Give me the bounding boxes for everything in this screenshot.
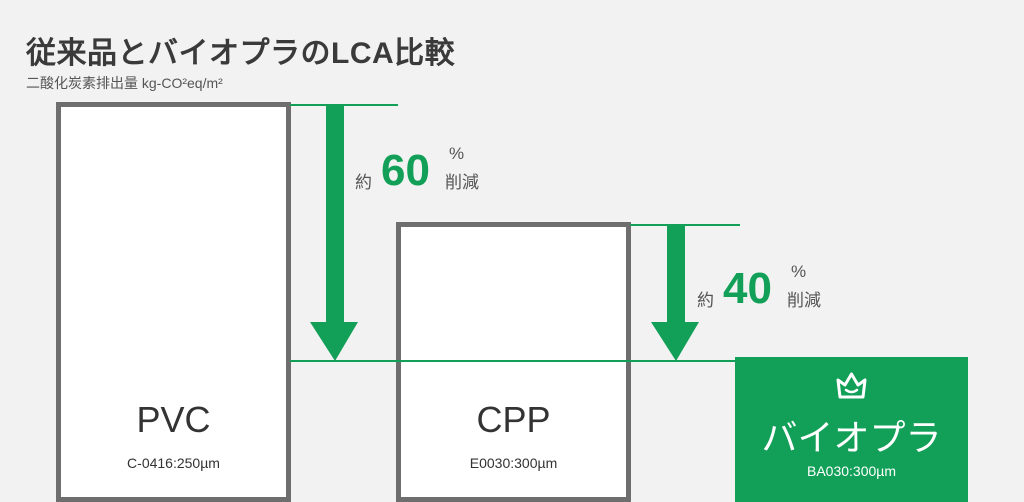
crown-icon (836, 372, 867, 399)
pvc-bar: PVC C-0416:250µm (56, 102, 291, 502)
pvc-spec: C-0416:250µm (127, 455, 220, 471)
approx-label: 約 (697, 291, 714, 310)
percent-label: % (791, 262, 807, 281)
page-title: 従来品とバイオプラのLCA比較 (26, 37, 456, 70)
bioplastic-spec: BA030:300µm (806, 463, 896, 479)
bioplastic-label: バイオプラ (761, 417, 942, 458)
reduction-value: 40 (723, 264, 772, 313)
reduction-label: 削減 (445, 173, 479, 192)
cpp-spec: E0030:300µm (469, 455, 558, 471)
reduction-value: 60 (381, 146, 430, 195)
bioplastic-bar: バイオプラ BA030:300µm (735, 357, 968, 502)
percent-label: % (449, 144, 465, 163)
reduction-label: 削減 (787, 291, 821, 310)
cpp-label: CPP (476, 399, 551, 440)
down-arrow-icon (310, 105, 358, 361)
pvc-label: PVC (136, 399, 211, 440)
down-arrow-icon (651, 225, 699, 361)
approx-label: 約 (355, 173, 372, 192)
unit-subtitle: 二酸化炭素排出量 kg-CO²eq/m² (26, 75, 223, 91)
